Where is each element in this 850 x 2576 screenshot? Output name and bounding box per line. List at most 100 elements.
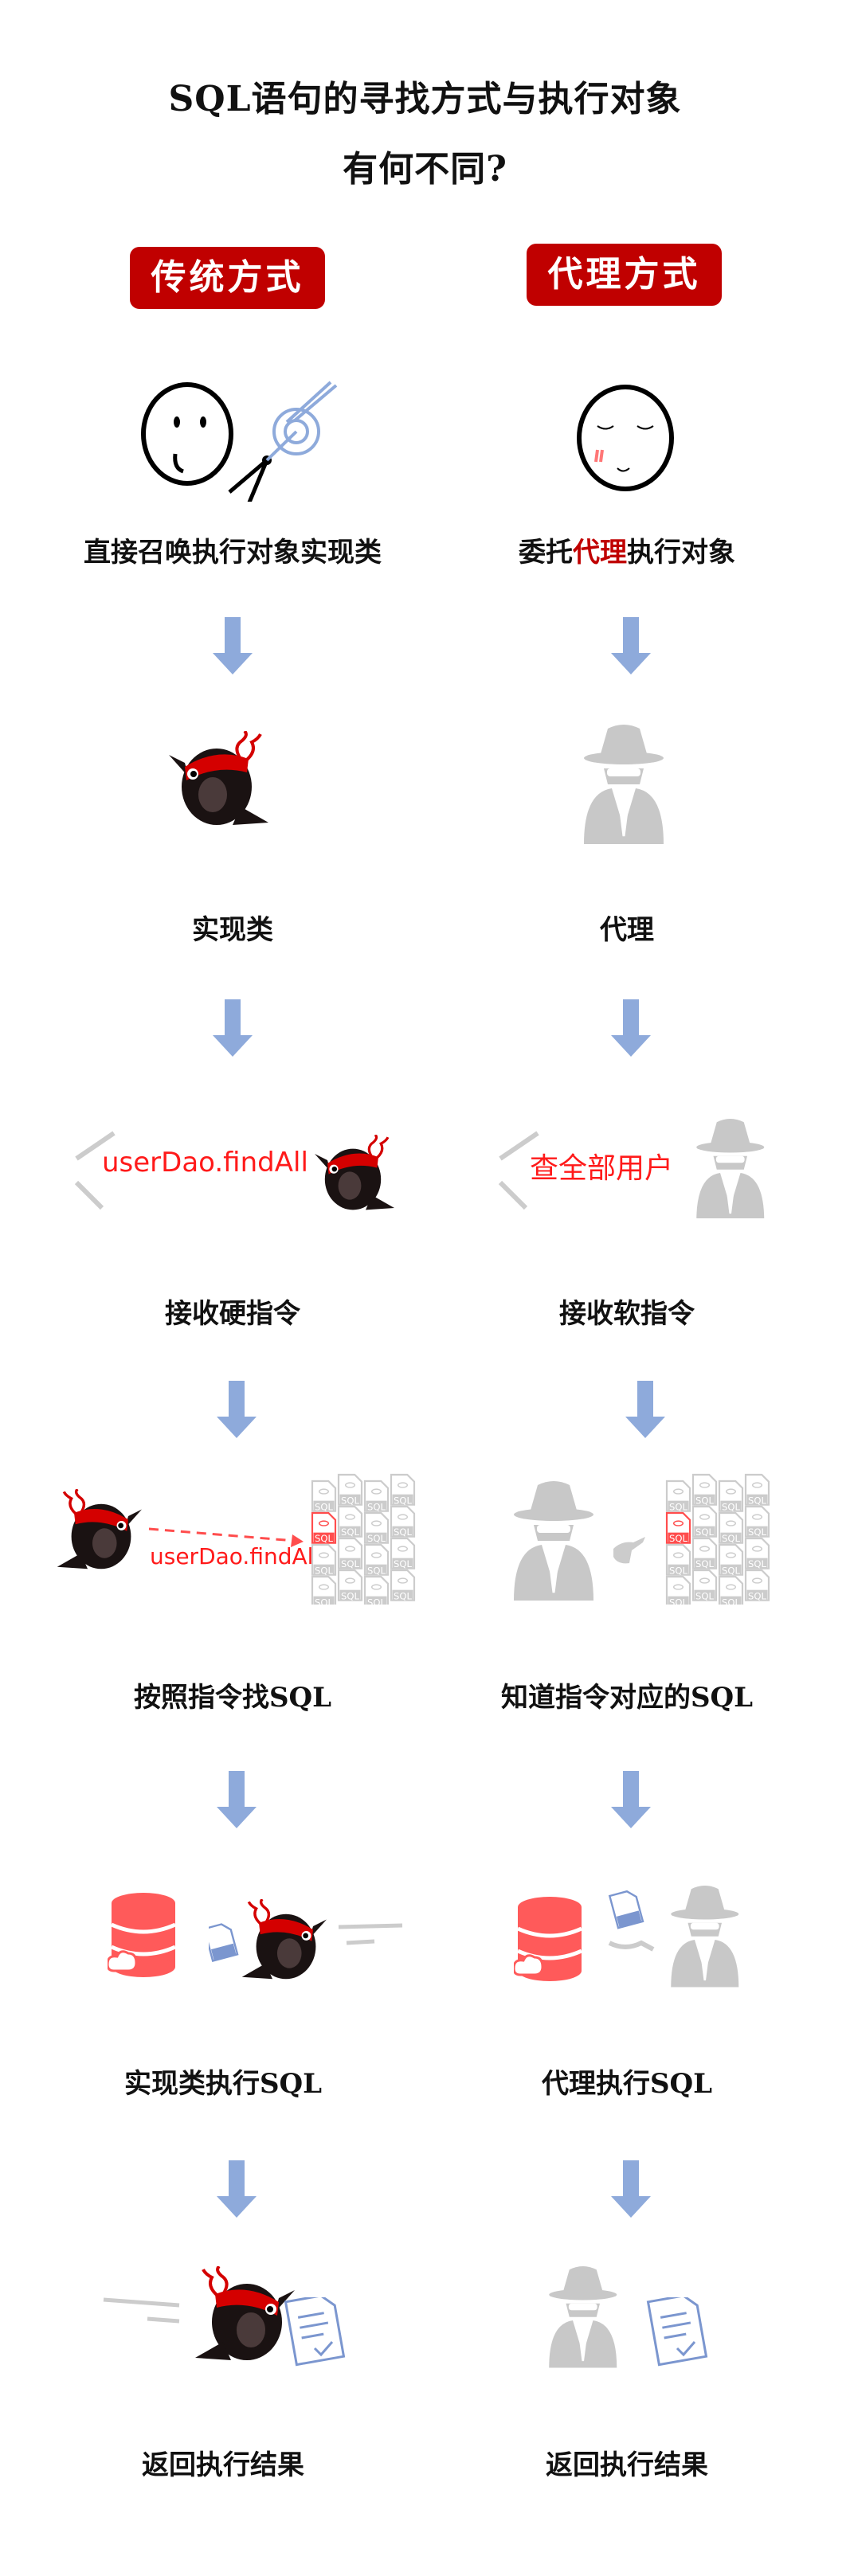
sql-file-icon: SQL	[337, 1473, 363, 1506]
svg-text:SQL: SQL	[722, 1597, 740, 1605]
ninja-bird-icon	[169, 731, 270, 827]
document-check-icon	[284, 2297, 345, 2367]
svg-text:SQL: SQL	[748, 1495, 766, 1506]
svg-text:SQL: SQL	[341, 1558, 359, 1569]
title-line1: SQL语句的寻找方式与执行对象	[168, 79, 682, 119]
svg-text:SQL: SQL	[669, 1565, 687, 1576]
motion-lines-icon	[338, 1923, 403, 1945]
step-traditional-2: 实现类	[192, 914, 273, 946]
sql-file-icon: SQL	[744, 1537, 770, 1569]
down-arrow-icon	[611, 1771, 651, 1828]
step-proxy-2: 代理	[600, 914, 654, 946]
agent-icon	[669, 1886, 740, 1988]
svg-text:SQL: SQL	[695, 1526, 714, 1538]
ninja-bird-icon	[241, 1899, 328, 1981]
sql-file-icon: SQL	[311, 1543, 337, 1576]
svg-text:SQL: SQL	[315, 1597, 333, 1605]
sql-file-icon: SQL	[311, 1511, 337, 1544]
agent-icon	[512, 1481, 595, 1602]
title-line2: 有何不同?	[343, 149, 507, 190]
sql-file-icon: SQL	[390, 1473, 416, 1506]
sql-file-icon: SQL	[665, 1543, 691, 1576]
svg-text:SQL: SQL	[748, 1526, 766, 1538]
svg-text:SQL: SQL	[722, 1533, 740, 1544]
svg-text:SQL: SQL	[315, 1565, 333, 1576]
step-proxy-4: 知道指令对应的SQL	[500, 1682, 754, 1714]
svg-text:SQL: SQL	[394, 1558, 412, 1569]
sql-file-icon: SQL	[311, 1575, 337, 1605]
sql-file-icon: SQL	[691, 1473, 718, 1506]
down-arrow-icon	[213, 617, 253, 674]
sql-file-icon: SQL	[744, 1505, 770, 1538]
proxy-header: 代理方式	[527, 244, 722, 306]
sql-file-icon: SQL	[665, 1575, 691, 1605]
sql-file-icon: SQL	[363, 1575, 390, 1605]
sql-file-hand-icon	[608, 1890, 655, 1952]
hard-command-text: userDao.findAll	[102, 1147, 308, 1179]
sql-file-icon: SQL	[390, 1569, 416, 1601]
sql-file-icon: SQL	[718, 1575, 744, 1605]
agent-icon	[582, 725, 665, 846]
step-proxy-5: 代理执行SQL	[541, 2068, 713, 2100]
step-traditional-3: 接收硬指令	[165, 1298, 300, 1330]
sql-file-icon: SQL	[718, 1480, 744, 1512]
sql-file-icon: SQL	[311, 1480, 337, 1512]
down-arrow-icon	[217, 1381, 257, 1438]
svg-text:SQL: SQL	[341, 1526, 359, 1538]
svg-text:SQL: SQL	[669, 1533, 687, 1544]
sql-files-grid-icon: SQL SQL SQL SQL SQL SQL SQL SQL SQL SQL SQL SQL SQL S…	[665, 1473, 770, 1605]
sql-file-icon: SQL	[718, 1511, 744, 1544]
dashed-arrow-icon	[148, 1527, 304, 1547]
svg-text:SQL: SQL	[315, 1501, 333, 1512]
ninja-bird-icon	[315, 1135, 396, 1212]
svg-text:SQL: SQL	[669, 1597, 687, 1605]
down-arrow-icon	[611, 2160, 651, 2218]
svg-text:SQL: SQL	[695, 1558, 714, 1569]
traditional-header: 传统方式	[130, 247, 325, 309]
step-traditional-5: 实现类执行SQL	[123, 2068, 323, 2100]
sql-file-icon: SQL	[665, 1480, 691, 1512]
sql-file-icon: SQL	[390, 1537, 416, 1569]
svg-text:SQL: SQL	[695, 1495, 714, 1506]
step-traditional-4: 按照指令找SQL	[133, 1682, 332, 1714]
sql-file-icon: SQL	[337, 1505, 363, 1538]
agent-icon	[547, 2266, 618, 2369]
sql-file-icon: SQL	[363, 1480, 390, 1512]
step-proxy-3: 接收软指令	[559, 1298, 695, 1330]
pointing-hand-icon	[613, 1537, 645, 1564]
sql-file-icon: SQL	[691, 1505, 718, 1538]
svg-text:SQL: SQL	[748, 1590, 766, 1601]
svg-text:SQL: SQL	[394, 1526, 412, 1538]
step-proxy-1-highlight: 代理	[573, 537, 627, 569]
sql-file-icon: SQL	[691, 1569, 718, 1601]
sql-file-icon: SQL	[744, 1569, 770, 1601]
document-check-icon	[647, 2297, 707, 2367]
svg-text:SQL: SQL	[748, 1558, 766, 1569]
step-proxy-1-suffix: 执行对象	[627, 537, 735, 569]
speech-lines-icon	[74, 1131, 116, 1210]
sql-file-icon: SQL	[744, 1473, 770, 1506]
svg-text:SQL: SQL	[722, 1501, 740, 1512]
sql-file-icon: SQL	[363, 1543, 390, 1576]
down-arrow-icon	[625, 1381, 665, 1438]
sql-file-icon: SQL	[691, 1537, 718, 1569]
agent-icon	[695, 1119, 766, 1218]
sql-file-icon: SQL	[337, 1569, 363, 1601]
sql-file-icon	[209, 1923, 239, 1962]
step-proxy-6: 返回执行结果	[546, 2449, 708, 2481]
down-arrow-icon	[611, 617, 651, 674]
database-icon	[108, 1891, 183, 1983]
ninja-bird-icon	[56, 1489, 143, 1571]
motion-lines-icon	[103, 2297, 180, 2324]
svg-text:SQL: SQL	[695, 1590, 714, 1601]
sql-file-icon: SQL	[363, 1511, 390, 1544]
speech-lines-icon	[498, 1131, 539, 1210]
database-icon	[514, 1895, 590, 1987]
soft-command-text: 查全部用户	[530, 1152, 674, 1185]
sql-files-grid-icon: SQLSQLSQLSQLSQLSQLSQLSQLSQLSQLSQLSQLSQLS…	[311, 1473, 416, 1605]
down-arrow-icon	[217, 2160, 257, 2218]
hard-command-text-2: userDao.findAll	[150, 1543, 320, 1569]
down-arrow-icon	[213, 999, 253, 1057]
sql-file-icon: SQL	[337, 1537, 363, 1569]
svg-text:SQL: SQL	[367, 1501, 386, 1512]
